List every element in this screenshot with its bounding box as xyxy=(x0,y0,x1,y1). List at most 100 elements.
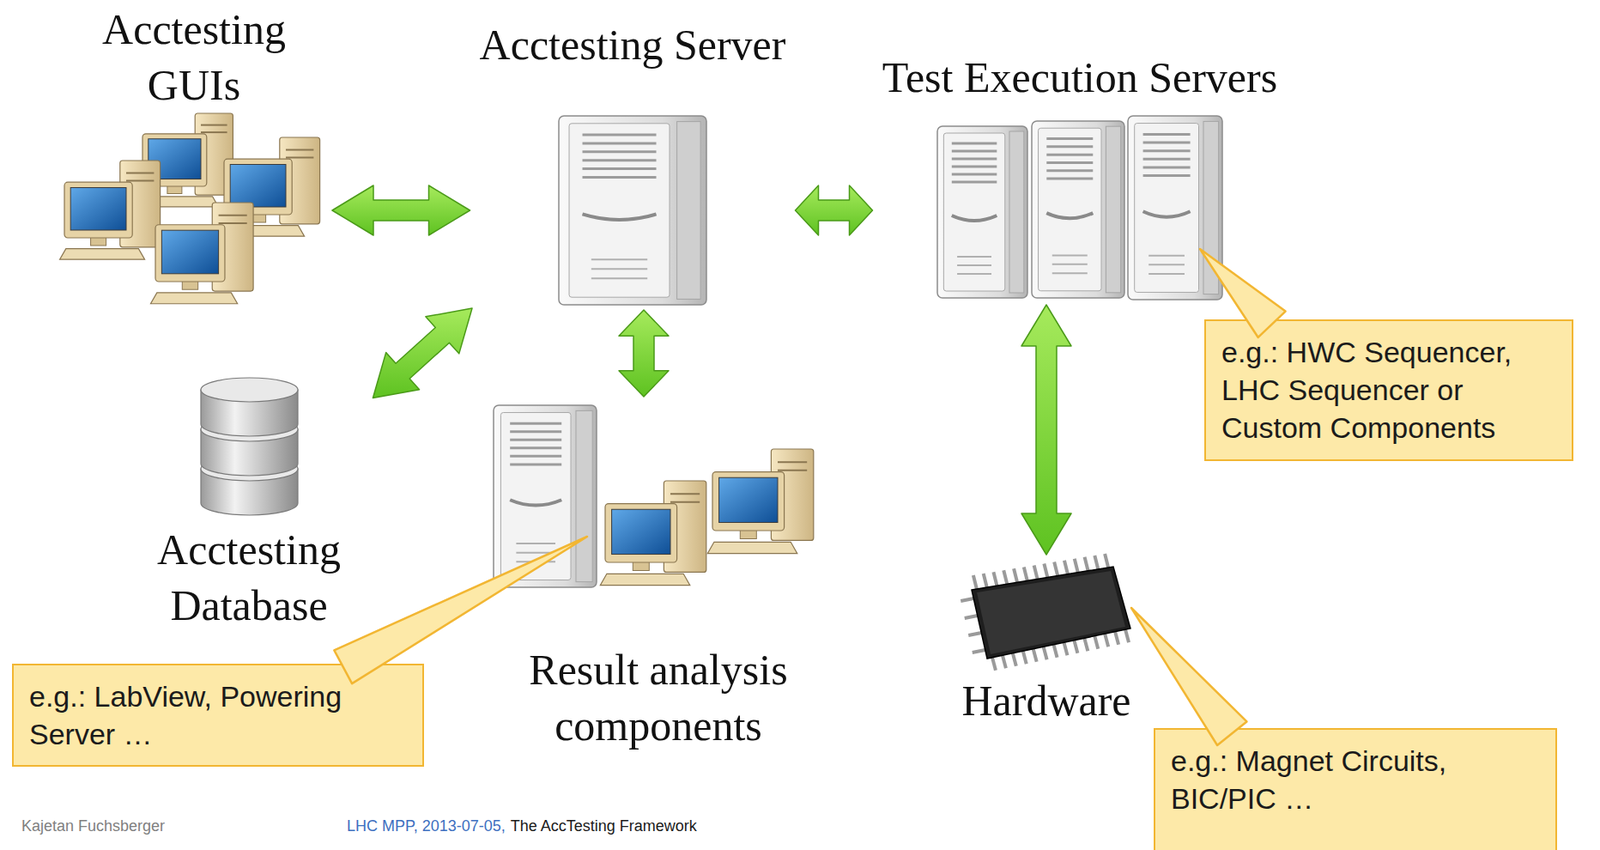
server-vent xyxy=(1051,263,1087,266)
component-label: Acctesting Database xyxy=(128,521,370,634)
component-icon xyxy=(937,115,1224,300)
keyboard xyxy=(707,541,798,553)
component-label: Test Execution Servers xyxy=(878,49,1283,106)
server-slot xyxy=(951,173,997,176)
footer-text: Kajetan Fuchsberger xyxy=(21,817,165,837)
callout-text: e.g.: LabView, Powering Server … xyxy=(29,677,407,753)
server-slot xyxy=(509,454,562,458)
server-side xyxy=(1203,121,1219,294)
keyboard xyxy=(150,292,237,304)
connector-group xyxy=(332,185,1286,746)
tower-drive xyxy=(126,179,154,182)
server-vent xyxy=(1051,272,1087,274)
component-label: Acctesting GUIs xyxy=(60,1,328,114)
double-arrow xyxy=(332,185,471,236)
component-icon xyxy=(954,559,1139,672)
server-drive xyxy=(1046,212,1093,219)
chip-pin xyxy=(1054,562,1058,576)
component-icon xyxy=(200,377,298,516)
server-slot xyxy=(509,438,562,442)
server-slot xyxy=(582,141,657,145)
server-slot xyxy=(1142,149,1190,152)
callout-text: e.g.: HWC Sequencer, LHC Sequencer or Cu… xyxy=(1221,333,1557,448)
callout-pointer xyxy=(333,536,588,684)
double-arrow xyxy=(795,185,873,236)
chip-pin xyxy=(1125,629,1129,643)
chip-pin xyxy=(1064,560,1068,575)
chip-pin xyxy=(1023,650,1027,664)
server-vent xyxy=(957,255,992,258)
server-slot xyxy=(1046,137,1093,140)
monitor-screen xyxy=(611,509,670,554)
component-label: Acctesting Server xyxy=(475,17,791,73)
server-slot xyxy=(509,422,562,425)
chip-pin xyxy=(960,598,974,601)
server-slot xyxy=(951,142,997,146)
server-slot xyxy=(951,181,997,184)
chip-pin xyxy=(1033,648,1037,662)
server-slot xyxy=(1142,141,1190,145)
monitor-screen xyxy=(161,230,219,274)
component-node: Result analysis components xyxy=(493,401,825,754)
server-slot xyxy=(1046,176,1093,180)
server-slot xyxy=(1046,161,1093,164)
server-icon xyxy=(1127,115,1223,300)
component-label: Hardware xyxy=(950,672,1143,729)
server-vent xyxy=(1148,272,1185,275)
chip-pin xyxy=(964,615,978,619)
server-body xyxy=(558,115,707,305)
server-icon xyxy=(493,405,597,588)
server-slot xyxy=(582,175,657,179)
tower-drive xyxy=(777,469,807,472)
server-front xyxy=(569,123,670,297)
server-body xyxy=(493,405,597,588)
server-vent xyxy=(1148,254,1185,257)
tower-drive xyxy=(285,148,314,151)
illustration xyxy=(493,405,814,588)
chip-pin xyxy=(1043,563,1048,578)
callout-box: e.g.: Magnet Circuits, BIC/PIC … xyxy=(1153,727,1558,850)
computer-icon xyxy=(150,202,254,304)
server-slot xyxy=(1046,153,1093,157)
server-vent xyxy=(515,560,556,563)
chip-pin xyxy=(1012,653,1017,667)
server-slot xyxy=(582,158,657,162)
double-arrow xyxy=(618,309,669,397)
server-slot xyxy=(1046,169,1093,172)
chip-pin xyxy=(992,657,996,671)
server-slot xyxy=(509,446,562,449)
server-slot xyxy=(582,150,657,153)
monitor-case xyxy=(605,503,678,563)
tower-drive xyxy=(670,501,700,504)
tower-drive xyxy=(126,171,154,174)
component-icon xyxy=(558,115,707,305)
server-slot xyxy=(1142,174,1190,177)
server-front xyxy=(1037,127,1101,291)
monitor-case xyxy=(712,472,785,531)
illustration xyxy=(558,115,707,305)
chip-pin xyxy=(1003,569,1007,584)
chip-pin xyxy=(1054,644,1058,658)
chip-pin xyxy=(1104,633,1109,647)
server-side xyxy=(575,410,593,582)
chip-pin xyxy=(1115,631,1119,645)
monitor-case xyxy=(155,224,225,282)
double-arrow xyxy=(1021,304,1072,555)
chip-pin xyxy=(1063,642,1067,655)
component-node: Test Execution Servers xyxy=(878,49,1283,300)
server-vent xyxy=(515,542,556,545)
tower-drive xyxy=(218,222,248,225)
server-front xyxy=(943,133,1005,291)
server-front xyxy=(500,412,571,580)
tower-drive xyxy=(200,131,228,134)
server-vent xyxy=(1051,254,1087,257)
keyboard xyxy=(600,573,691,585)
callout-pointer xyxy=(1200,248,1286,338)
server-side xyxy=(677,121,702,300)
computer-icon xyxy=(600,480,707,586)
tower-drive xyxy=(670,492,700,495)
monitor-case xyxy=(64,181,133,238)
database-top xyxy=(200,377,298,402)
server-slot xyxy=(1142,157,1190,161)
callout-pointer xyxy=(1131,607,1247,746)
